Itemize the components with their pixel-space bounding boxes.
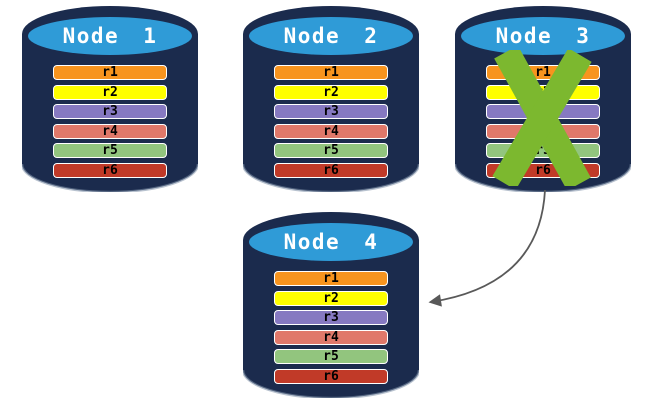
node-1: Node 1 r1 r2 r3 r4 r5 r6 [22,6,198,192]
row-r3: r3 [274,104,388,119]
cross-out-x-icon [492,50,592,186]
failover-arrow [428,189,546,307]
row-r4: r4 [274,329,388,345]
node-title: Node 1 [62,24,158,48]
row-r2: r2 [53,84,167,100]
node-2: Node 2 r1 r2 r3 r4 r5 r6 [243,6,419,192]
node-rows: r1 r2 r3 r4 r5 r6 [274,271,388,384]
row-r2: r2 [274,290,388,306]
row-r6: r6 [274,162,388,178]
node-4: Node 4 r1 r2 r3 r4 r5 r6 [243,212,419,398]
row-r1: r1 [53,65,167,80]
node-title: Node 4 [283,230,379,254]
row-r1: r1 [274,271,388,286]
row-r5: r5 [274,143,388,158]
row-r5: r5 [274,349,388,364]
row-r3: r3 [53,104,167,119]
node-rows: r1 r2 r3 r4 r5 r6 [274,65,388,178]
row-r3: r3 [274,310,388,325]
node-title: Node 2 [283,24,379,48]
row-r6: r6 [274,368,388,384]
row-r4: r4 [274,123,388,139]
row-r6: r6 [53,162,167,178]
row-r2: r2 [274,84,388,100]
row-r4: r4 [53,123,167,139]
row-r1: r1 [274,65,388,80]
row-r5: r5 [53,143,167,158]
node-rows: r1 r2 r3 r4 r5 r6 [53,65,167,178]
node-title: Node 3 [495,24,591,48]
